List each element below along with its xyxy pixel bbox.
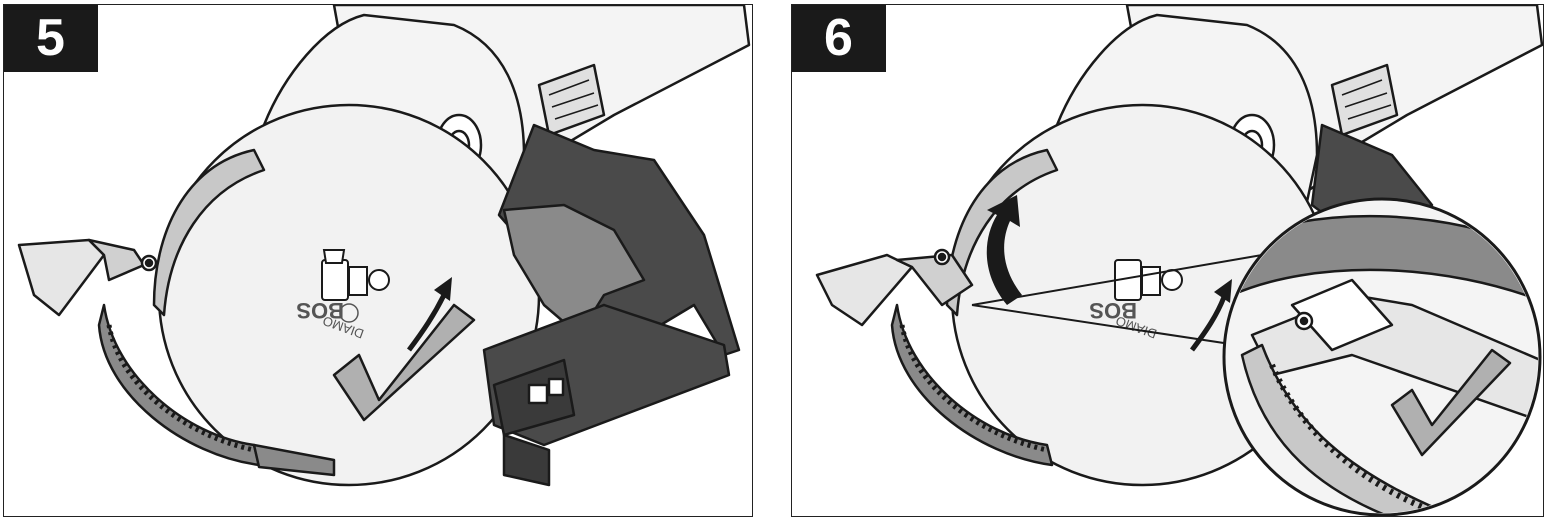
guard-lever <box>815 248 974 327</box>
curved-arrow-icon <box>986 195 1022 305</box>
guard-lever <box>17 238 158 317</box>
step-number-badge: 5 <box>4 5 98 72</box>
blade-guard-front <box>97 148 336 477</box>
step-number-badge: 6 <box>792 5 886 72</box>
checkmark-icon <box>1390 348 1512 457</box>
rotation-arrow-icon <box>1189 279 1232 352</box>
figure-panel-6: 6 BOS DIAMO <box>791 4 1544 517</box>
grinder-illustration: BOS DIAMO <box>17 5 751 487</box>
figure-panel-5: 5 BOS DIAMO <box>3 4 753 517</box>
blade-brand-text: BOS <box>1089 298 1137 323</box>
callout-lines <box>971 254 1263 346</box>
rotation-arrow-icon <box>406 277 452 352</box>
checkmark-icon <box>332 303 476 422</box>
magnifier-callout <box>1222 197 1542 516</box>
grinder-illustration: BOS DIAMO <box>815 5 1543 516</box>
blade-guard-rear <box>482 123 741 487</box>
blade-brand-text: BOS <box>296 298 344 323</box>
spindle-clamp <box>321 249 390 301</box>
